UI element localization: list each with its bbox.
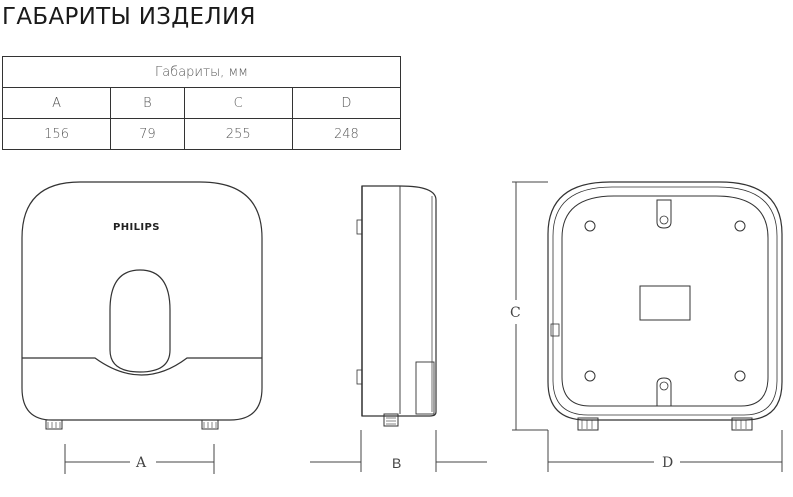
screw-hole-bottom-left (584, 370, 596, 382)
dimension-b-line (310, 430, 487, 472)
screw-hole-top-left (584, 220, 596, 232)
column-b: B (110, 87, 185, 119)
back-view (547, 181, 783, 431)
dimension-d-line (547, 430, 783, 472)
dimension-c-label: C (510, 305, 521, 321)
side-view (356, 185, 437, 427)
table-columns-row: A B C D (1, 87, 402, 119)
value-d: 248 (291, 118, 402, 150)
brand-logo: PHILIPS (113, 222, 160, 233)
value-b: 79 (110, 118, 185, 150)
screw-hole-bottom-right (734, 370, 746, 382)
dimension-d-label: D (662, 455, 673, 471)
dimensions-table: Габариты, мм A B C D 156 79 255 248 (1, 56, 402, 150)
column-a: A (1, 87, 112, 119)
value-a: 156 (1, 118, 112, 150)
mount-slot-bottom (656, 377, 672, 407)
side-body-outline (361, 185, 437, 417)
back-label-plate (639, 285, 691, 321)
column-d: D (291, 87, 402, 119)
column-c: C (183, 87, 293, 119)
front-right-connector (201, 419, 219, 430)
back-left-connector (577, 417, 599, 431)
front-window (109, 269, 171, 373)
front-body-outline (21, 181, 263, 421)
dimension-c-line (512, 181, 548, 431)
back-right-connector (731, 417, 753, 431)
dimension-a-line (64, 444, 215, 474)
dimension-a-label: A (135, 455, 147, 471)
table-header: Габариты, мм (2, 56, 401, 88)
back-body-outline (547, 181, 783, 421)
page-title: ГАБАРИТЫ ИЗДЕЛИЯ (2, 4, 256, 30)
table-header-row: Габариты, мм (2, 56, 401, 88)
mount-slot-top (656, 199, 672, 229)
front-lower-panel-line (22, 357, 262, 376)
screw-hole-top-right (734, 220, 746, 232)
dimension-b-label: B (392, 455, 401, 471)
table-values-row: 156 79 255 248 (1, 118, 402, 150)
side-connector (383, 413, 399, 427)
front-left-connector (45, 419, 63, 430)
front-view (21, 181, 263, 430)
value-c: 255 (183, 118, 293, 150)
